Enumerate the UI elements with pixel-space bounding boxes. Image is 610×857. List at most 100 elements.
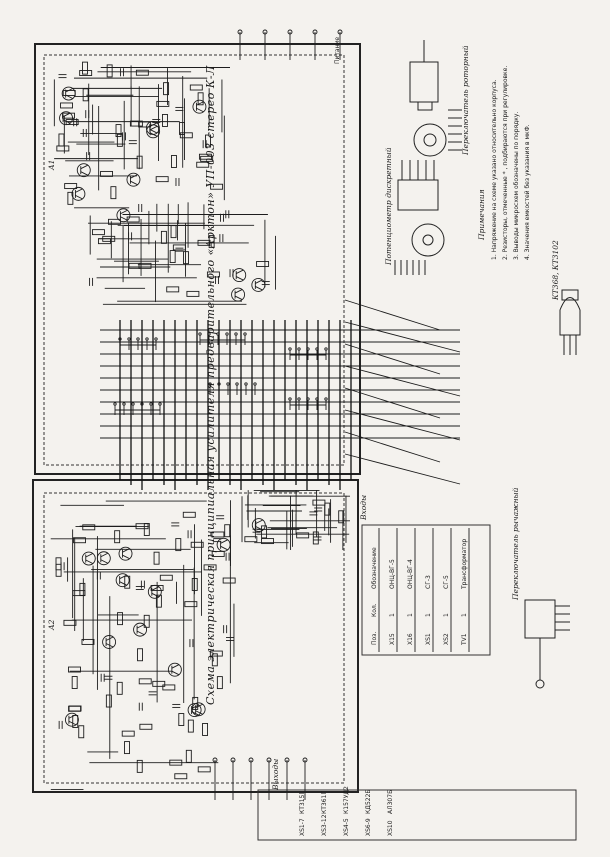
- resistor: [56, 145, 70, 152]
- capacitor: [86, 152, 91, 161]
- legend-cell: 1: [407, 613, 414, 617]
- bottom-table-frame: [257, 789, 577, 841]
- resistor: [55, 563, 62, 577]
- output-lead: [344, 453, 461, 485]
- bottom-table-row: XS3-12КТ361Г: [321, 790, 328, 836]
- resistor: [100, 170, 114, 177]
- resistor: [192, 696, 199, 710]
- transistor: [251, 518, 266, 532]
- discrete-pot-drawing: [394, 160, 445, 275]
- resistor: [115, 124, 122, 138]
- legend-cell: Обозначение: [371, 547, 378, 589]
- bottom-cell: XS1-7: [299, 818, 306, 836]
- bottom-cell: XS10: [387, 820, 394, 836]
- wire-network: [50, 32, 461, 800]
- resistor: [256, 261, 270, 267]
- resistor: [182, 511, 196, 518]
- legend-cell: 1: [425, 613, 432, 617]
- resistor: [58, 133, 65, 147]
- resistor: [196, 161, 210, 168]
- resistor: [184, 601, 198, 608]
- capacitor: [60, 562, 65, 571]
- terminal: [266, 757, 272, 763]
- transistor: [81, 551, 96, 566]
- resistor: [208, 235, 215, 249]
- resistor: [312, 531, 319, 545]
- resistor: [179, 132, 193, 139]
- capacitor: [128, 232, 133, 241]
- resistor: [136, 155, 143, 169]
- resistor: [175, 538, 182, 552]
- transistor: [115, 573, 130, 588]
- legend-table-row: TV11Трансформатор: [461, 519, 468, 645]
- terminal: [302, 757, 308, 763]
- resistor: [136, 759, 143, 773]
- capacitor: [85, 110, 90, 119]
- capacitor: [175, 106, 184, 111]
- resistor: [171, 155, 177, 168]
- resistor: [128, 262, 142, 269]
- resistor: [55, 557, 62, 571]
- terminal: [248, 757, 254, 763]
- capacitor: [104, 675, 113, 680]
- terminal: [284, 757, 290, 763]
- legend-table-row: X161ОНЦ-ВГ-4: [407, 519, 414, 645]
- resistor: [91, 229, 105, 236]
- caption-switch-rotary: Переключатель роторный: [461, 45, 470, 155]
- resistor: [129, 120, 143, 127]
- resistor: [106, 64, 113, 78]
- transistor: [118, 546, 133, 561]
- resistor: [159, 574, 173, 581]
- resistor: [78, 725, 85, 739]
- legend-cell: TV1: [461, 633, 468, 645]
- capacitor: [261, 281, 270, 286]
- resistor: [137, 648, 143, 662]
- resistor: [102, 235, 116, 242]
- resistor: [172, 244, 186, 251]
- transistor: [167, 662, 182, 677]
- capacitor: [172, 703, 181, 708]
- component-symbols: [55, 29, 470, 780]
- terminal: [237, 29, 243, 35]
- caption-knob-type: КТ368, КТ3102: [551, 240, 560, 300]
- caption-switch-lever: Переключатель рычажный: [511, 487, 520, 600]
- capacitor: [219, 234, 224, 243]
- transistor: [232, 268, 247, 283]
- terminal: [337, 29, 343, 35]
- resistor: [169, 759, 183, 766]
- capacitor: [225, 210, 230, 219]
- resistor: [197, 766, 211, 773]
- output-lead: [344, 431, 441, 463]
- bottom-cell: КТ361Г: [321, 790, 328, 814]
- legend-table-frame: [361, 524, 491, 656]
- capacitor: [152, 119, 161, 123]
- resistor: [105, 694, 112, 708]
- lever-switch-drawing: [524, 599, 570, 689]
- switch-bank: [118, 337, 158, 350]
- resistor: [338, 510, 345, 524]
- capacitor: [58, 720, 63, 729]
- transistor: [96, 551, 111, 566]
- bottom-cell: XS4-5: [343, 818, 350, 836]
- switch-bank: [288, 397, 328, 410]
- bottom-table-row: XS6-9КД522Б: [365, 789, 372, 836]
- legend-cell: СГ-5: [443, 575, 450, 589]
- resistor: [174, 773, 188, 780]
- resistor: [261, 538, 274, 545]
- transistor: [71, 186, 86, 201]
- capacitor: [215, 275, 219, 284]
- resistor: [186, 290, 200, 297]
- resistor: [222, 577, 236, 584]
- legend-cell: X16: [407, 633, 414, 645]
- capacitor: [58, 74, 67, 79]
- resistor: [116, 681, 123, 695]
- resistor: [187, 719, 194, 733]
- resistor: [138, 678, 152, 685]
- resistor: [82, 88, 89, 102]
- resistor: [62, 112, 75, 119]
- resistor: [170, 225, 177, 239]
- resistor: [116, 133, 123, 147]
- output-lead: [344, 365, 461, 397]
